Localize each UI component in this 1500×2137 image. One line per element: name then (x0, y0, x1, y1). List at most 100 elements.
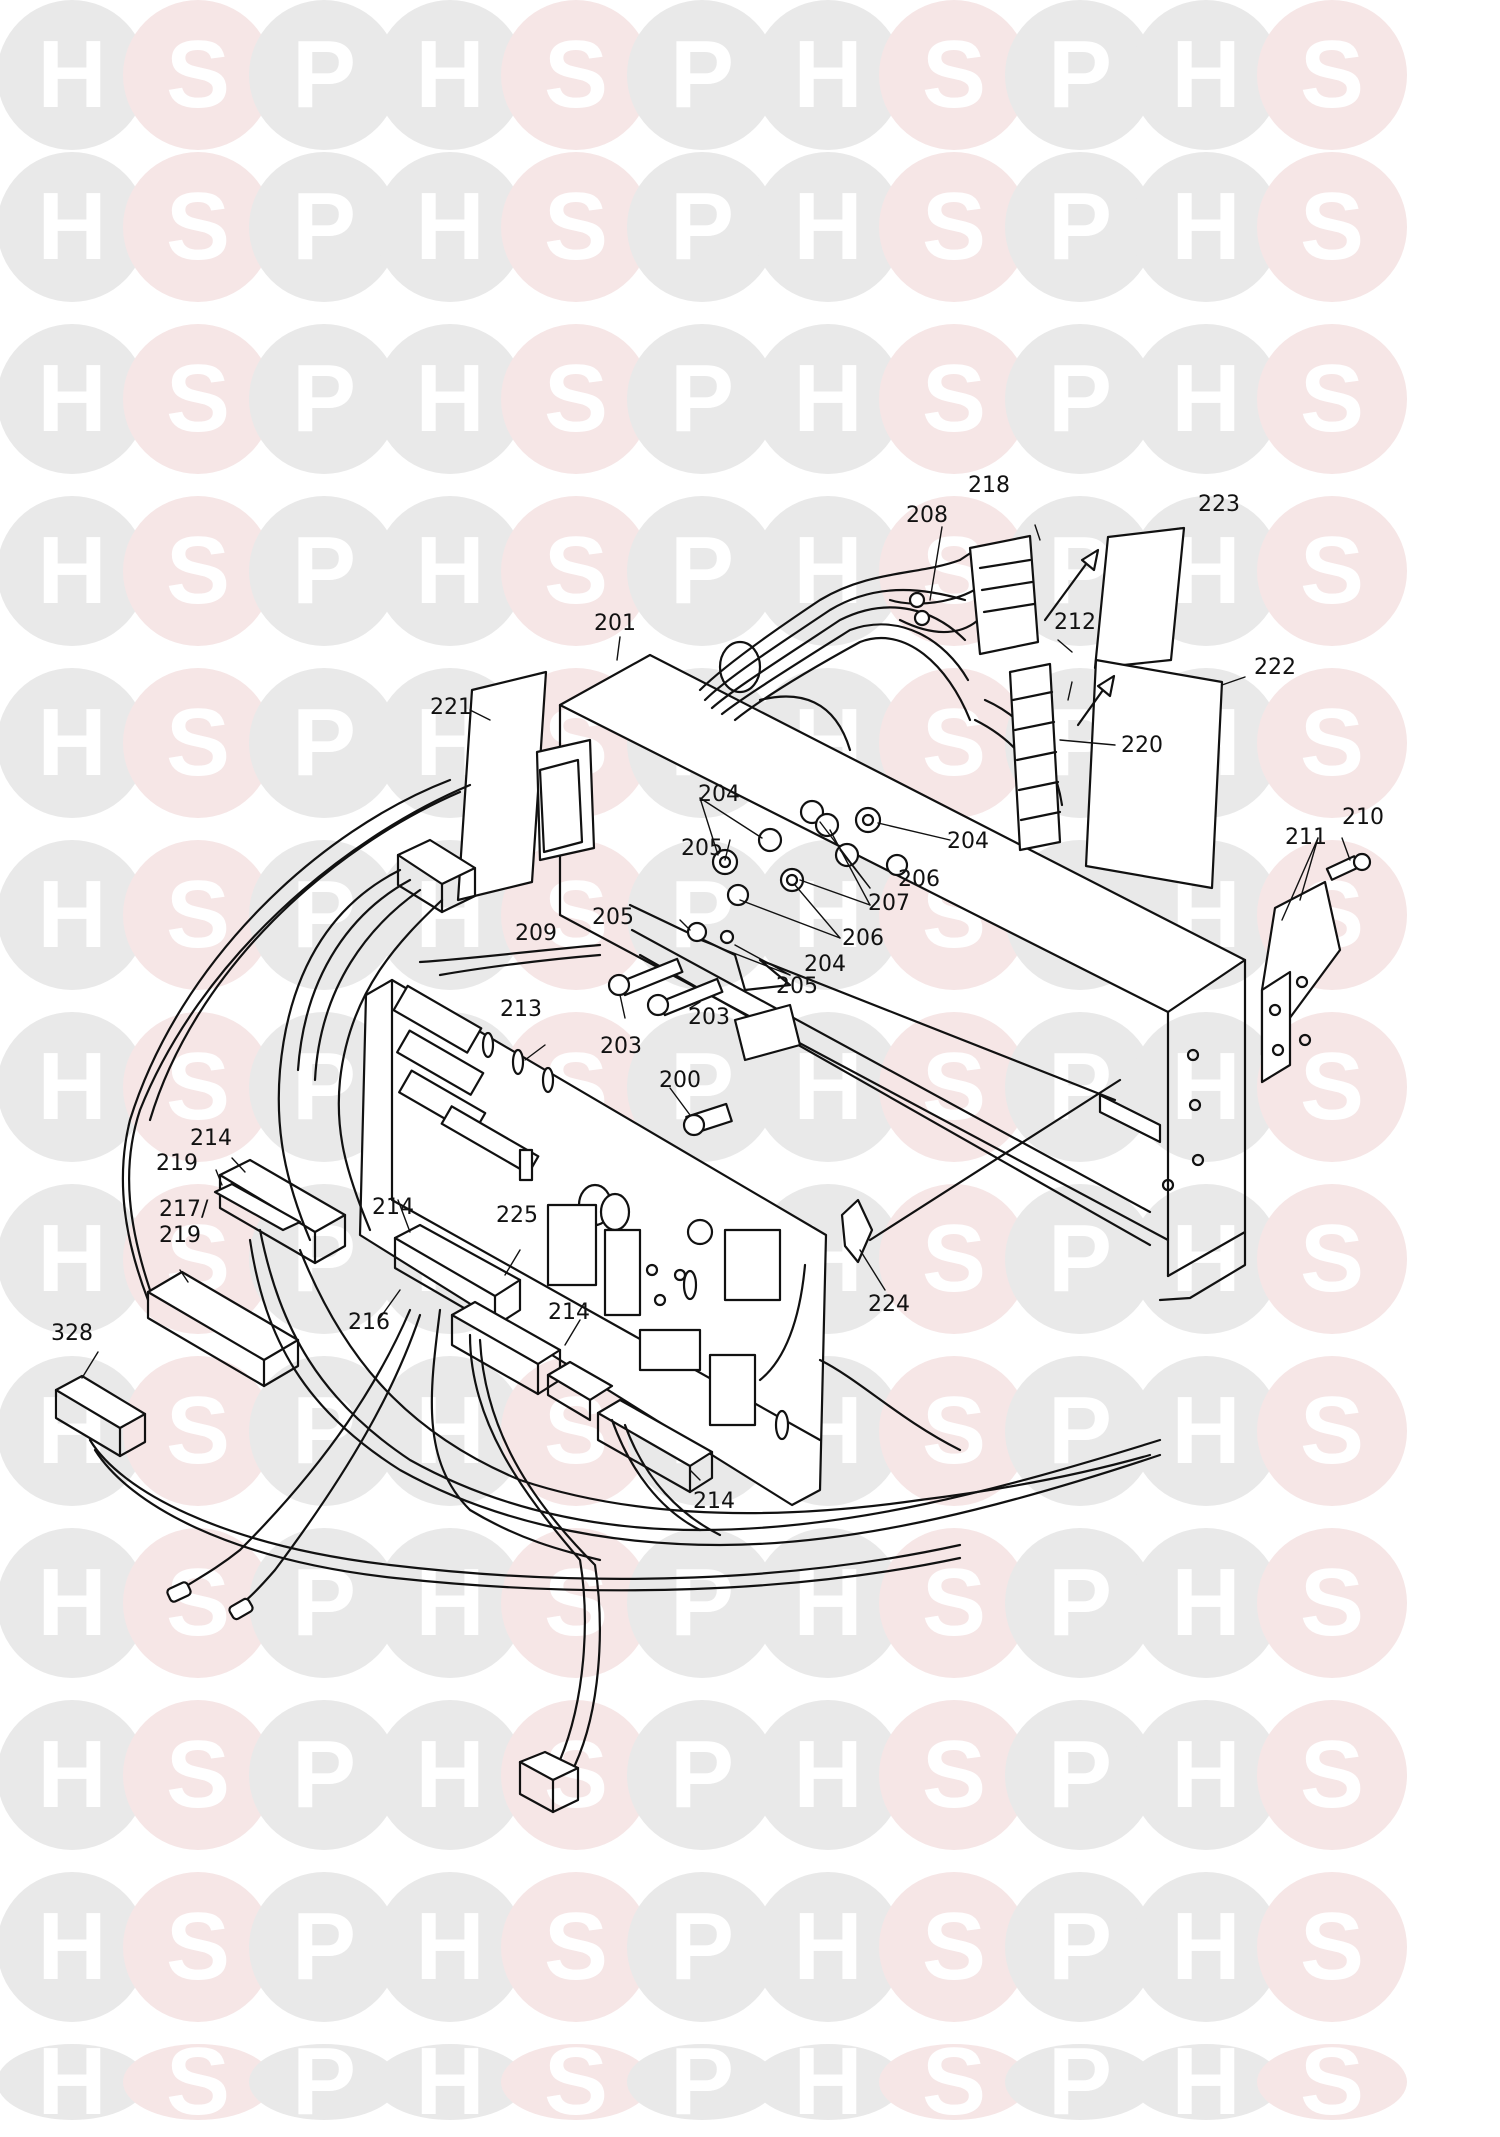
watermark-s-tile: S (501, 324, 651, 474)
callout-206: 206 (842, 926, 884, 951)
callout-204: 204 (804, 952, 846, 977)
watermark-p-tile: P (249, 668, 399, 818)
callout-214: 214 (372, 1195, 414, 1220)
watermark-s-tile: S (123, 1700, 273, 1850)
callout-224: 224 (868, 1292, 910, 1317)
watermark-h-tile: H (375, 1700, 525, 1850)
callout-204: 204 (947, 829, 989, 854)
rear-panel-222 (1084, 658, 1224, 890)
watermark-p-tile: P (1005, 152, 1155, 302)
watermark-h-tile: H (0, 1184, 147, 1334)
watermark-s-tile: S (1257, 1356, 1407, 1506)
terminal-block-218 (968, 534, 1040, 656)
callout-212: 212 (1054, 610, 1096, 635)
watermark-p-tile: P (1005, 0, 1155, 150)
watermark-s-tile: S (501, 1700, 651, 1850)
watermark-h-tile: H (0, 668, 147, 818)
watermark-p-tile: P (627, 0, 777, 150)
callout-205: 205 (592, 905, 634, 930)
callout-219: 219 (159, 1223, 201, 1248)
watermark-h-tile: H (753, 1700, 903, 1850)
watermark-h-tile: H (0, 152, 147, 302)
watermark-h-tile: H (1131, 1528, 1281, 1678)
watermark-s-tile: S (123, 668, 273, 818)
callout-213: 213 (500, 997, 542, 1022)
watermark-s-tile: S (879, 1872, 1029, 2022)
callout-205: 205 (776, 974, 818, 999)
watermark-s-tile: S (1257, 324, 1407, 474)
wiring-harness (88, 778, 1162, 1767)
watermark-p-tile: P (249, 324, 399, 474)
watermark-s-tile: S (123, 1872, 273, 2022)
watermark-h-tile: H (753, 2028, 903, 2135)
watermark-s-tile: S (1257, 1184, 1407, 1334)
watermark-s-tile: S (501, 2028, 651, 2135)
pcb-213 (358, 978, 828, 1507)
plug-connector (518, 1750, 580, 1814)
watermark-p-tile: P (1005, 2028, 1155, 2135)
watermark-s-tile: S (1257, 496, 1407, 646)
callout-217: 217/ (159, 1197, 209, 1222)
watermark-h-tile: H (753, 152, 903, 302)
callout-328: 328 (51, 1321, 93, 1346)
watermark-h-tile: H (0, 840, 147, 990)
watermark-s-tile: S (123, 496, 273, 646)
callout-225: 225 (496, 1203, 538, 1228)
watermark-h-tile: H (0, 1528, 147, 1678)
watermark-p-tile: P (1005, 324, 1155, 474)
leader-lines (81, 524, 1351, 1481)
watermark-h-tile: H (0, 496, 147, 646)
watermark-p-tile: P (249, 0, 399, 150)
connector-219-a (213, 1182, 302, 1232)
watermark-h-tile: H (1131, 1356, 1281, 1506)
watermark-h-tile: H (375, 496, 525, 646)
watermark-h-tile: H (0, 1012, 147, 1162)
watermark-h-tile: H (753, 0, 903, 150)
watermark-h-tile: H (1131, 0, 1281, 150)
panel-221 (456, 670, 548, 902)
watermark-s-tile: S (1257, 1012, 1407, 1162)
screws-203 (607, 957, 724, 1017)
watermark-p-tile: P (627, 324, 777, 474)
watermark-h-tile: H (375, 152, 525, 302)
callout-222: 222 (1254, 655, 1296, 680)
callout-221: 221 (430, 695, 472, 720)
watermark-h-tile: H (1131, 324, 1281, 474)
watermark-h-tile: H (1131, 1700, 1281, 1850)
watermark-s-tile: S (879, 0, 1029, 150)
watermark-h-tile: H (1131, 1184, 1281, 1334)
callout-205: 205 (681, 836, 723, 861)
callout-201: 201 (594, 611, 636, 636)
connector-214-b (393, 1223, 522, 1328)
watermark-h-tile: H (1131, 1872, 1281, 2022)
watermark-s-tile: S (879, 1528, 1029, 1678)
callout-214: 214 (548, 1300, 590, 1325)
switch-209 (535, 738, 596, 862)
watermark-s-tile: S (1257, 1700, 1407, 1850)
watermark-h-tile: H (375, 1872, 525, 2022)
watermark-p-tile: P (1005, 1700, 1155, 1850)
watermark-h-tile: H (753, 1872, 903, 2022)
watermark-p-tile: P (249, 152, 399, 302)
callout-219: 219 (156, 1151, 198, 1176)
watermark-p-tile: P (249, 1700, 399, 1850)
callout-203: 203 (688, 1005, 730, 1030)
callout-208: 208 (906, 503, 948, 528)
watermark-s-tile: S (501, 1872, 651, 2022)
watermark-s-tile: S (123, 0, 273, 150)
pins-212 (1043, 548, 1116, 727)
watermark-s-tile: S (123, 1012, 273, 1162)
watermark-s-tile: S (879, 2028, 1029, 2135)
watermark-s-tile: S (1257, 0, 1407, 150)
callout-209: 209 (515, 921, 557, 946)
watermark-s-tile: S (123, 1356, 273, 1506)
watermark-s-tile: S (501, 152, 651, 302)
watermark-h-tile: H (375, 324, 525, 474)
watermark-s-tile: S (879, 1184, 1029, 1334)
callout-200: 200 (659, 1068, 701, 1093)
callout-218: 218 (968, 473, 1010, 498)
grommet-cluster (686, 799, 909, 945)
clip-224 (840, 1078, 1122, 1264)
watermark-p-tile: P (627, 496, 777, 646)
